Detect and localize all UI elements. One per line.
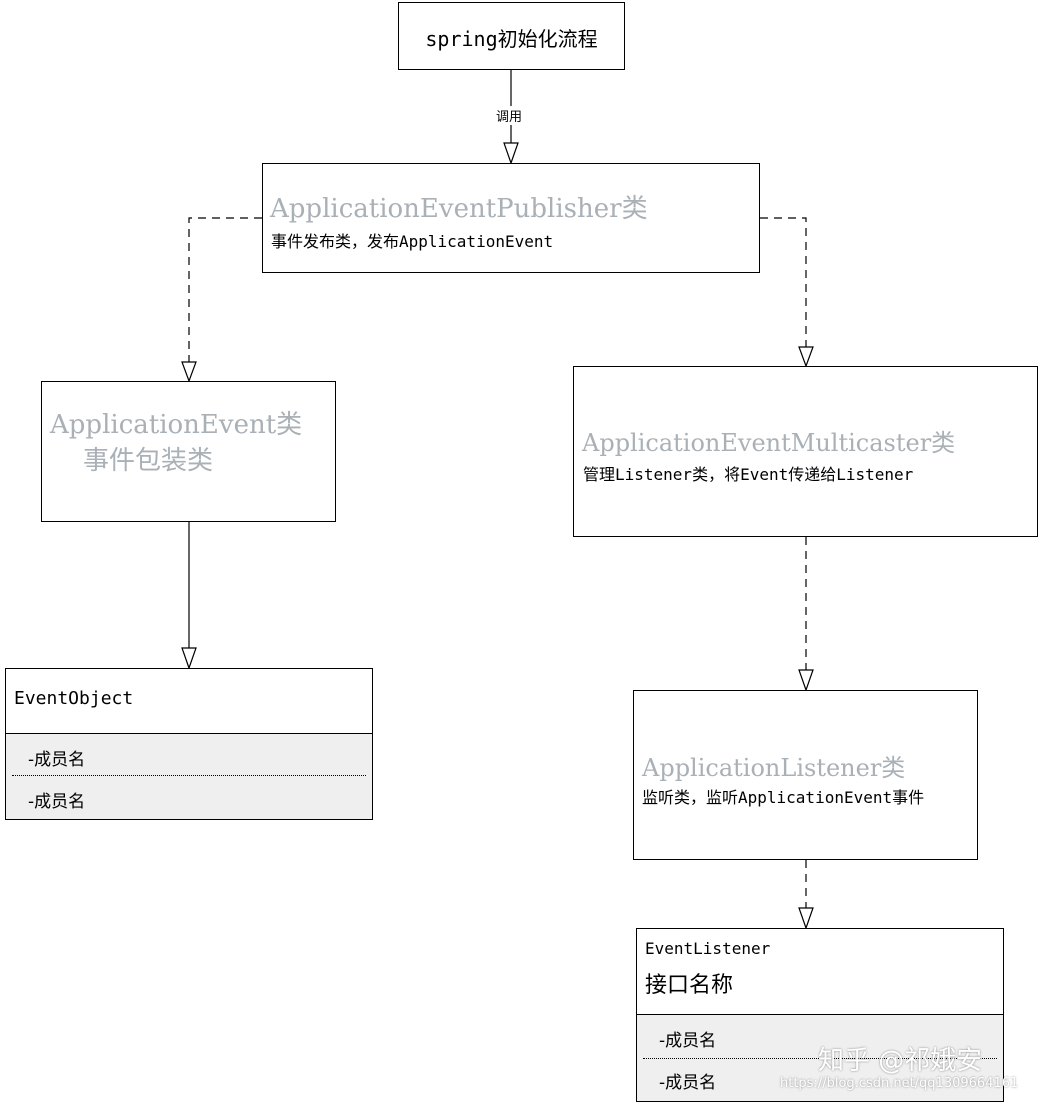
- event-listener-header: EventListener 接口名称: [637, 929, 1003, 1015]
- arrowhead-multicaster: [798, 346, 814, 368]
- event-object-members: -成员名 -成员名: [6, 734, 372, 819]
- event-listener-subtitle: 接口名称: [645, 973, 734, 998]
- node-publisher-title: ApplicationEventPublisher类: [270, 194, 648, 224]
- event-listener-name: EventListener: [645, 939, 771, 958]
- event-listener-member-2: -成员名: [659, 1073, 717, 1093]
- arrowhead-publisher: [503, 142, 519, 165]
- arrowhead-event: [181, 361, 197, 383]
- event-listener-member-1: -成员名: [659, 1031, 717, 1051]
- node-application-listener-title: ApplicationListener类: [642, 754, 906, 782]
- event-listener-members: -成员名 -成员名: [637, 1015, 1003, 1101]
- event-object-name: EventObject: [14, 688, 134, 709]
- event-object-member-2: -成员名: [28, 792, 86, 812]
- node-publisher-desc: 事件发布类，发布ApplicationEvent: [271, 232, 554, 251]
- node-application-listener[interactable]: ApplicationListener类 监听类，监听ApplicationEv…: [633, 690, 978, 860]
- node-multicaster[interactable]: ApplicationEventMulticaster类 管理Listener类…: [573, 366, 1038, 537]
- node-application-event-subtitle: 事件包装类: [83, 446, 214, 476]
- edge-publisher-to-event: [188, 217, 262, 362]
- event-object-member-1: -成员名: [28, 750, 86, 770]
- event-object-divider: [12, 775, 366, 776]
- edge-publisher-to-multicaster: [760, 217, 807, 347]
- event-listener-divider: [643, 1058, 997, 1059]
- event-object-header: EventObject: [6, 669, 372, 734]
- node-publisher[interactable]: ApplicationEventPublisher类 事件发布类，发布Appli…: [262, 163, 760, 273]
- node-event-listener[interactable]: EventListener 接口名称 -成员名 -成员名: [636, 928, 1004, 1102]
- arrowhead-listener: [798, 669, 814, 692]
- node-application-event[interactable]: ApplicationEvent类 事件包装类: [41, 381, 336, 522]
- arrowhead-eventobject: [181, 647, 197, 670]
- edge-label-call: 调用: [495, 106, 524, 125]
- node-application-event-title: ApplicationEvent类: [50, 410, 303, 440]
- arrowhead-eventlistener: [798, 907, 814, 930]
- watermark-text: 知乎 @祁娥安: [818, 1046, 983, 1076]
- node-application-listener-desc: 监听类，监听ApplicationEvent事件: [642, 788, 925, 807]
- node-spring-init-title: spring初始化流程: [425, 27, 598, 51]
- watermark-url: https://blog.csdn.net/qq1309664161: [780, 1076, 1019, 1091]
- node-multicaster-title: ApplicationEventMulticaster类: [582, 429, 956, 457]
- node-multicaster-desc: 管理Listener类，将Event传递给Listener: [583, 465, 914, 484]
- node-event-object[interactable]: EventObject -成员名 -成员名: [5, 668, 373, 820]
- node-spring-init[interactable]: spring初始化流程: [398, 2, 625, 70]
